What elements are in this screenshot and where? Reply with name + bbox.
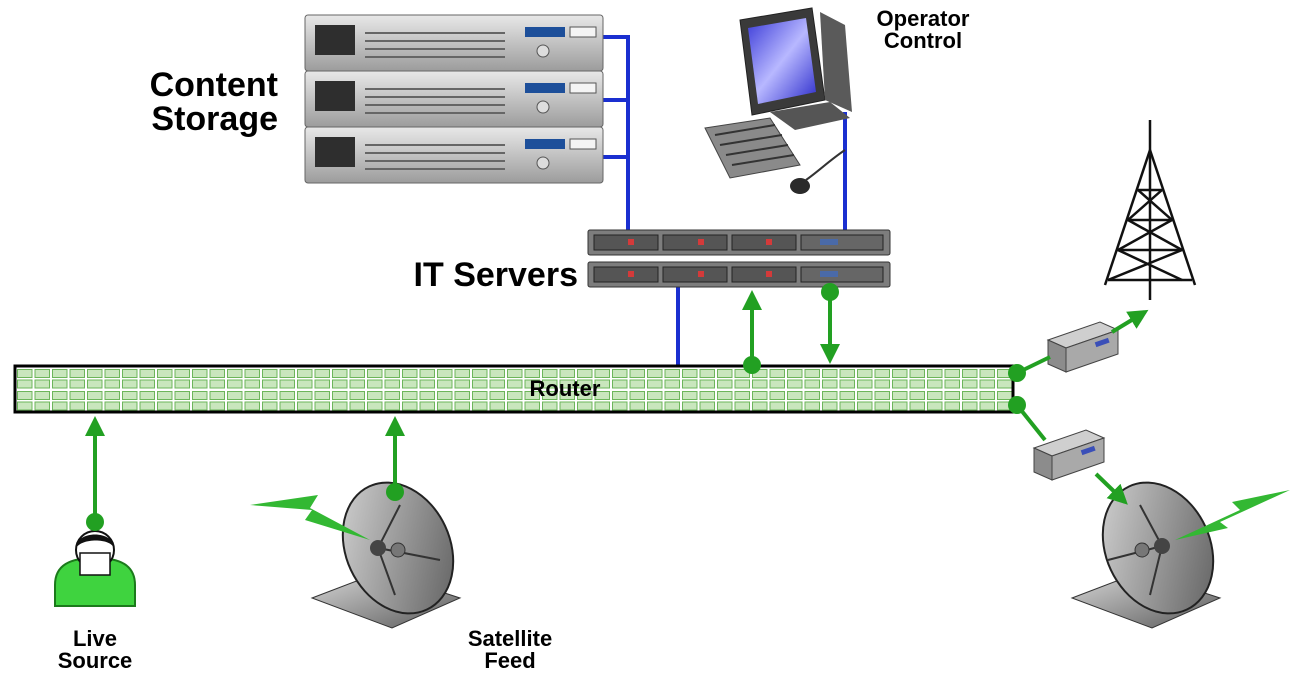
encoder-box-icon [1046,321,1120,373]
satellite-feed-label: Satellite Feed [467,626,553,673]
storage-link-line [603,35,630,234]
server-icon [587,229,891,288]
computer-icon [704,7,852,194]
content-storage-label: Content Storage [149,66,278,138]
network-lines [603,35,847,368]
encoder-box-icon [1032,429,1106,481]
storage-rack-icon [304,14,604,184]
live-source-label: Live Source [57,626,133,673]
transmission-tower-icon [1103,120,1197,300]
person-icon [54,530,136,607]
it-servers-label: IT Servers [413,256,578,294]
encoder-to-tower-arrow [1110,309,1149,334]
encoder-to-dish-arrow [1094,472,1128,505]
signal-nodes [86,283,1026,531]
router-bar [13,364,1015,414]
operator-control-label: Operator Control [876,6,970,53]
signal-lines [85,290,1149,522]
signal-bolt-icon [250,490,1290,540]
satellite-dish-icon [310,481,462,629]
router-label: Router [529,376,601,401]
satellite-dish-icon [1070,481,1222,629]
